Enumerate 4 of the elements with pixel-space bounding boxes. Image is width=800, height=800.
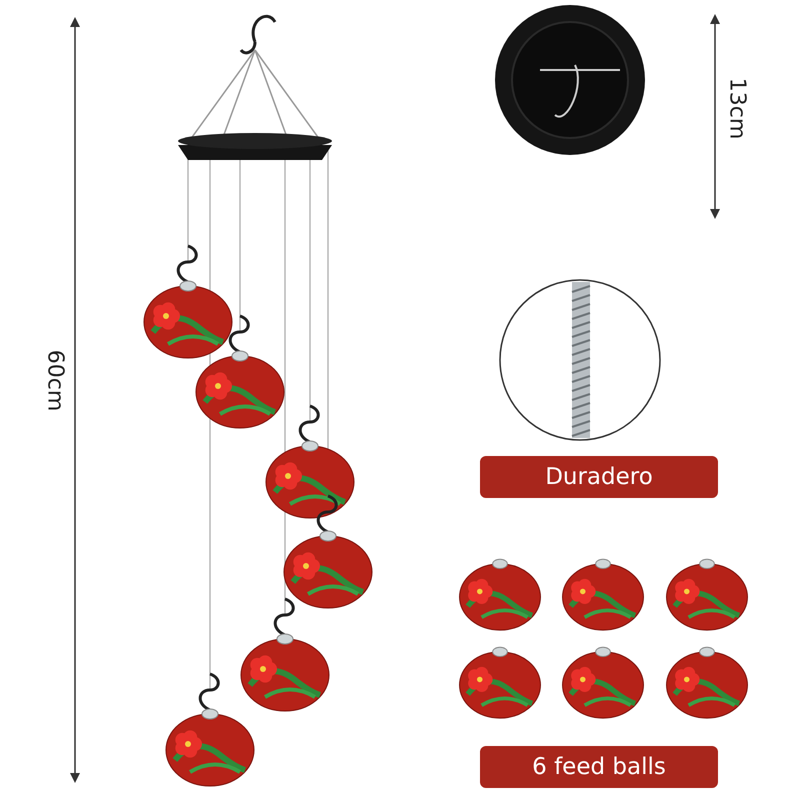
- dimension-label: 60cm: [42, 349, 68, 411]
- dimension-label: 13cm: [724, 77, 750, 139]
- caption-banner: Duradero: [480, 456, 718, 498]
- caption-banner: 6 feed balls: [480, 746, 718, 788]
